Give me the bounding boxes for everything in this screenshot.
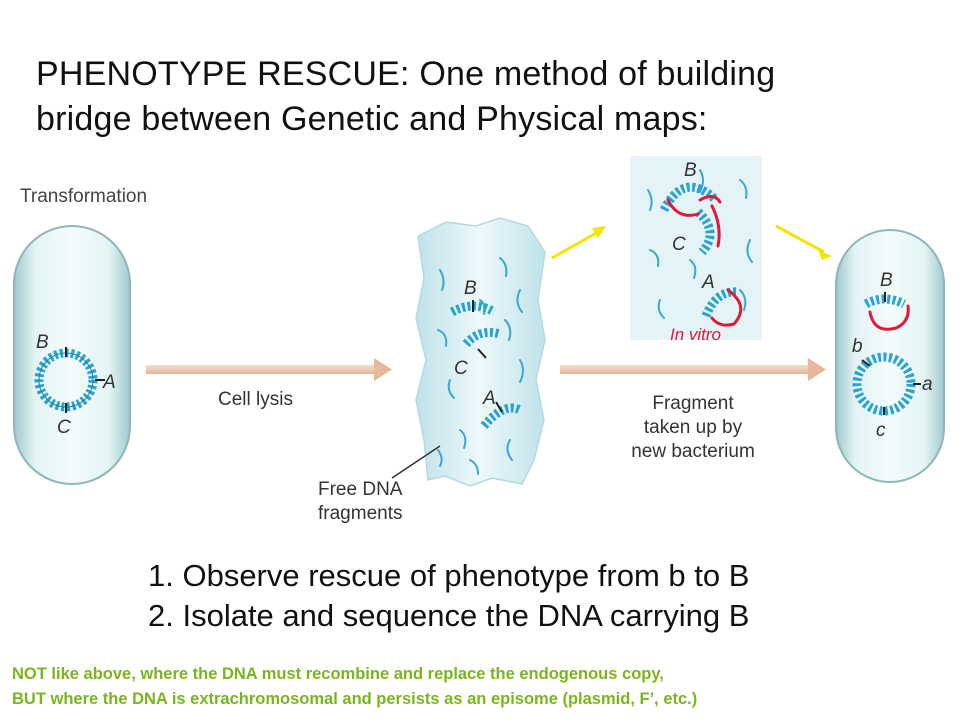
title-line-2: bridge between Genetic and Physical maps… [36, 100, 708, 138]
uptake-label: Fragment taken up by new bacterium [608, 392, 778, 464]
note-line-1: NOT like above, where the DNA must recom… [12, 665, 664, 683]
gene-label-a-right: a [922, 374, 933, 395]
episome-note: NOT like above, where the DNA must recom… [12, 662, 697, 712]
rescued-bacterium [835, 229, 945, 483]
lysed-cell [415, 217, 546, 487]
step-1: 1. Observe rescue of phenotype from b to… [148, 558, 750, 593]
gene-label-A-inset: A [701, 272, 715, 293]
original-bacterium [13, 225, 131, 485]
gene-label-A-lysed: A [482, 388, 496, 409]
gene-label-B-inset: B [684, 160, 697, 181]
uptake-arrow [560, 358, 826, 381]
title-line-1: PHENOTYPE RESCUE: One method of building [36, 55, 776, 93]
gene-label-c-right: c [876, 420, 886, 441]
yellow-arrows [551, 224, 832, 260]
free-dna-label: Free DNA fragments [318, 478, 402, 526]
gene-label-A-left: A [102, 372, 116, 393]
red-annotations-inset [666, 195, 743, 327]
steps-list: 1. Observe rescue of phenotype from b to… [148, 556, 749, 636]
slide-title: PHENOTYPE RESCUE: One method of building… [36, 52, 936, 142]
step-2: 2. Isolate and sequence the DNA carrying… [148, 598, 750, 633]
gene-label-B-lysed: B [464, 278, 477, 299]
gene-label-C-lysed: C [454, 358, 468, 379]
red-annotation-rescue [868, 304, 910, 331]
gene-label-B-right: B [880, 270, 893, 291]
cell-lysis-label: Cell lysis [218, 389, 293, 410]
gene-label-C-inset: C [672, 234, 686, 255]
free-dna-pointer [391, 445, 441, 479]
gene-label-C-left: C [57, 417, 71, 438]
transformation-heading: Transformation [20, 186, 148, 207]
in-vitro-label: In vitro [670, 325, 722, 344]
cell-lysis-arrow [146, 358, 392, 381]
free-dna-label-line-2: fragments [318, 503, 403, 524]
in-vitro-inset [630, 156, 762, 340]
note-line-2: BUT where the DNA is extrachromosomal an… [12, 690, 698, 708]
gene-label-B-left: B [36, 332, 49, 353]
chromosome-circle-right [852, 352, 916, 416]
free-dna-label-line-1: Free DNA [318, 479, 403, 500]
gene-label-b-right: b [852, 336, 863, 357]
uptake-label-line-3: new bacterium [631, 441, 755, 462]
uptake-label-line-2: taken up by [643, 417, 743, 438]
uptake-label-line-1: Fragment [652, 393, 734, 414]
